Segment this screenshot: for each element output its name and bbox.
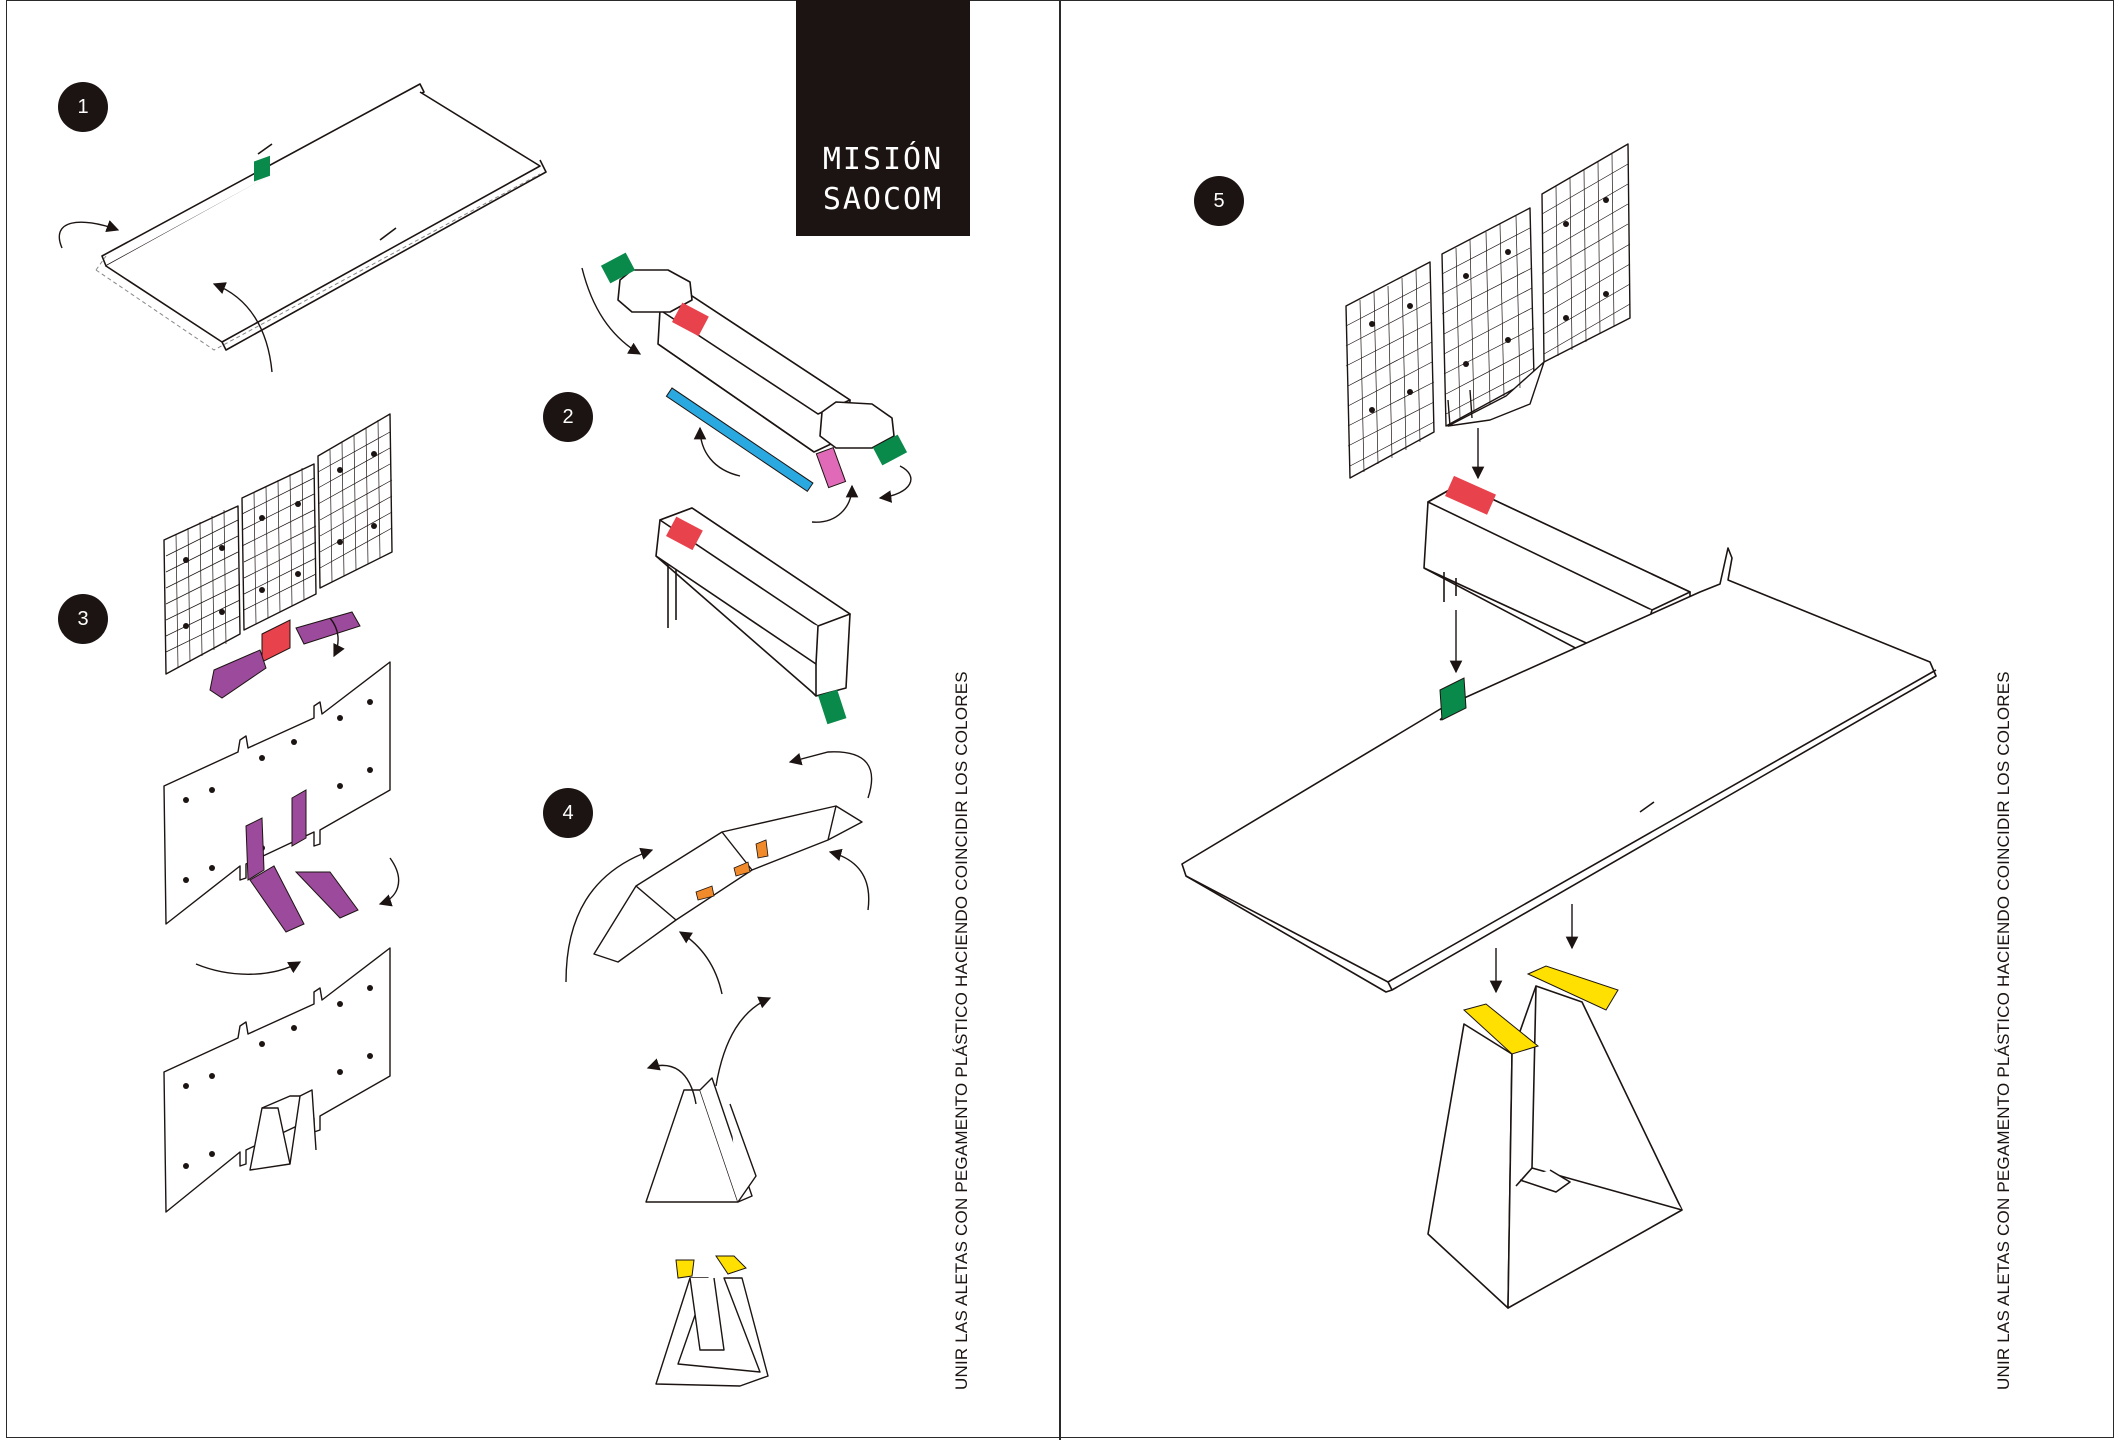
step-4-support-open	[646, 1078, 756, 1202]
step-3-frame-purple-2	[292, 790, 306, 846]
step-3-frame-purple-3	[250, 866, 304, 932]
step-4-arrow-d	[790, 752, 872, 798]
step-2-pink-tab	[816, 448, 845, 488]
step-5-support	[1428, 986, 1682, 1308]
step-1-platform	[96, 84, 546, 350]
step-4-arrow-b	[680, 932, 722, 994]
step-3-purple-tab-left	[210, 650, 266, 698]
step-1-arrow-left	[59, 222, 118, 248]
step-2-assembled-green-tab	[818, 690, 846, 725]
step-3-purple-tab-right	[296, 612, 360, 644]
step-2-arrow-c	[812, 486, 852, 522]
step-4-support-final	[656, 1278, 768, 1386]
step-4-folding-piece	[594, 806, 862, 962]
step-4-yellow-tab-right	[716, 1256, 746, 1274]
step-2-module	[618, 270, 894, 452]
step-3-red-tab	[262, 620, 290, 662]
step-4-yellow-tab-left	[676, 1260, 694, 1278]
step-3-folded-frame	[164, 948, 390, 1212]
step-3-frame-purple-1	[246, 818, 264, 880]
step-3-arrow-frame-b	[196, 962, 300, 974]
step-3-frame-purple-4	[296, 872, 358, 918]
step-4-arrow-f	[716, 998, 770, 1086]
step-4-arrow-c	[830, 852, 869, 910]
step-3-arrow-frame-a	[380, 858, 399, 904]
step-2-arrow-d	[880, 466, 911, 498]
